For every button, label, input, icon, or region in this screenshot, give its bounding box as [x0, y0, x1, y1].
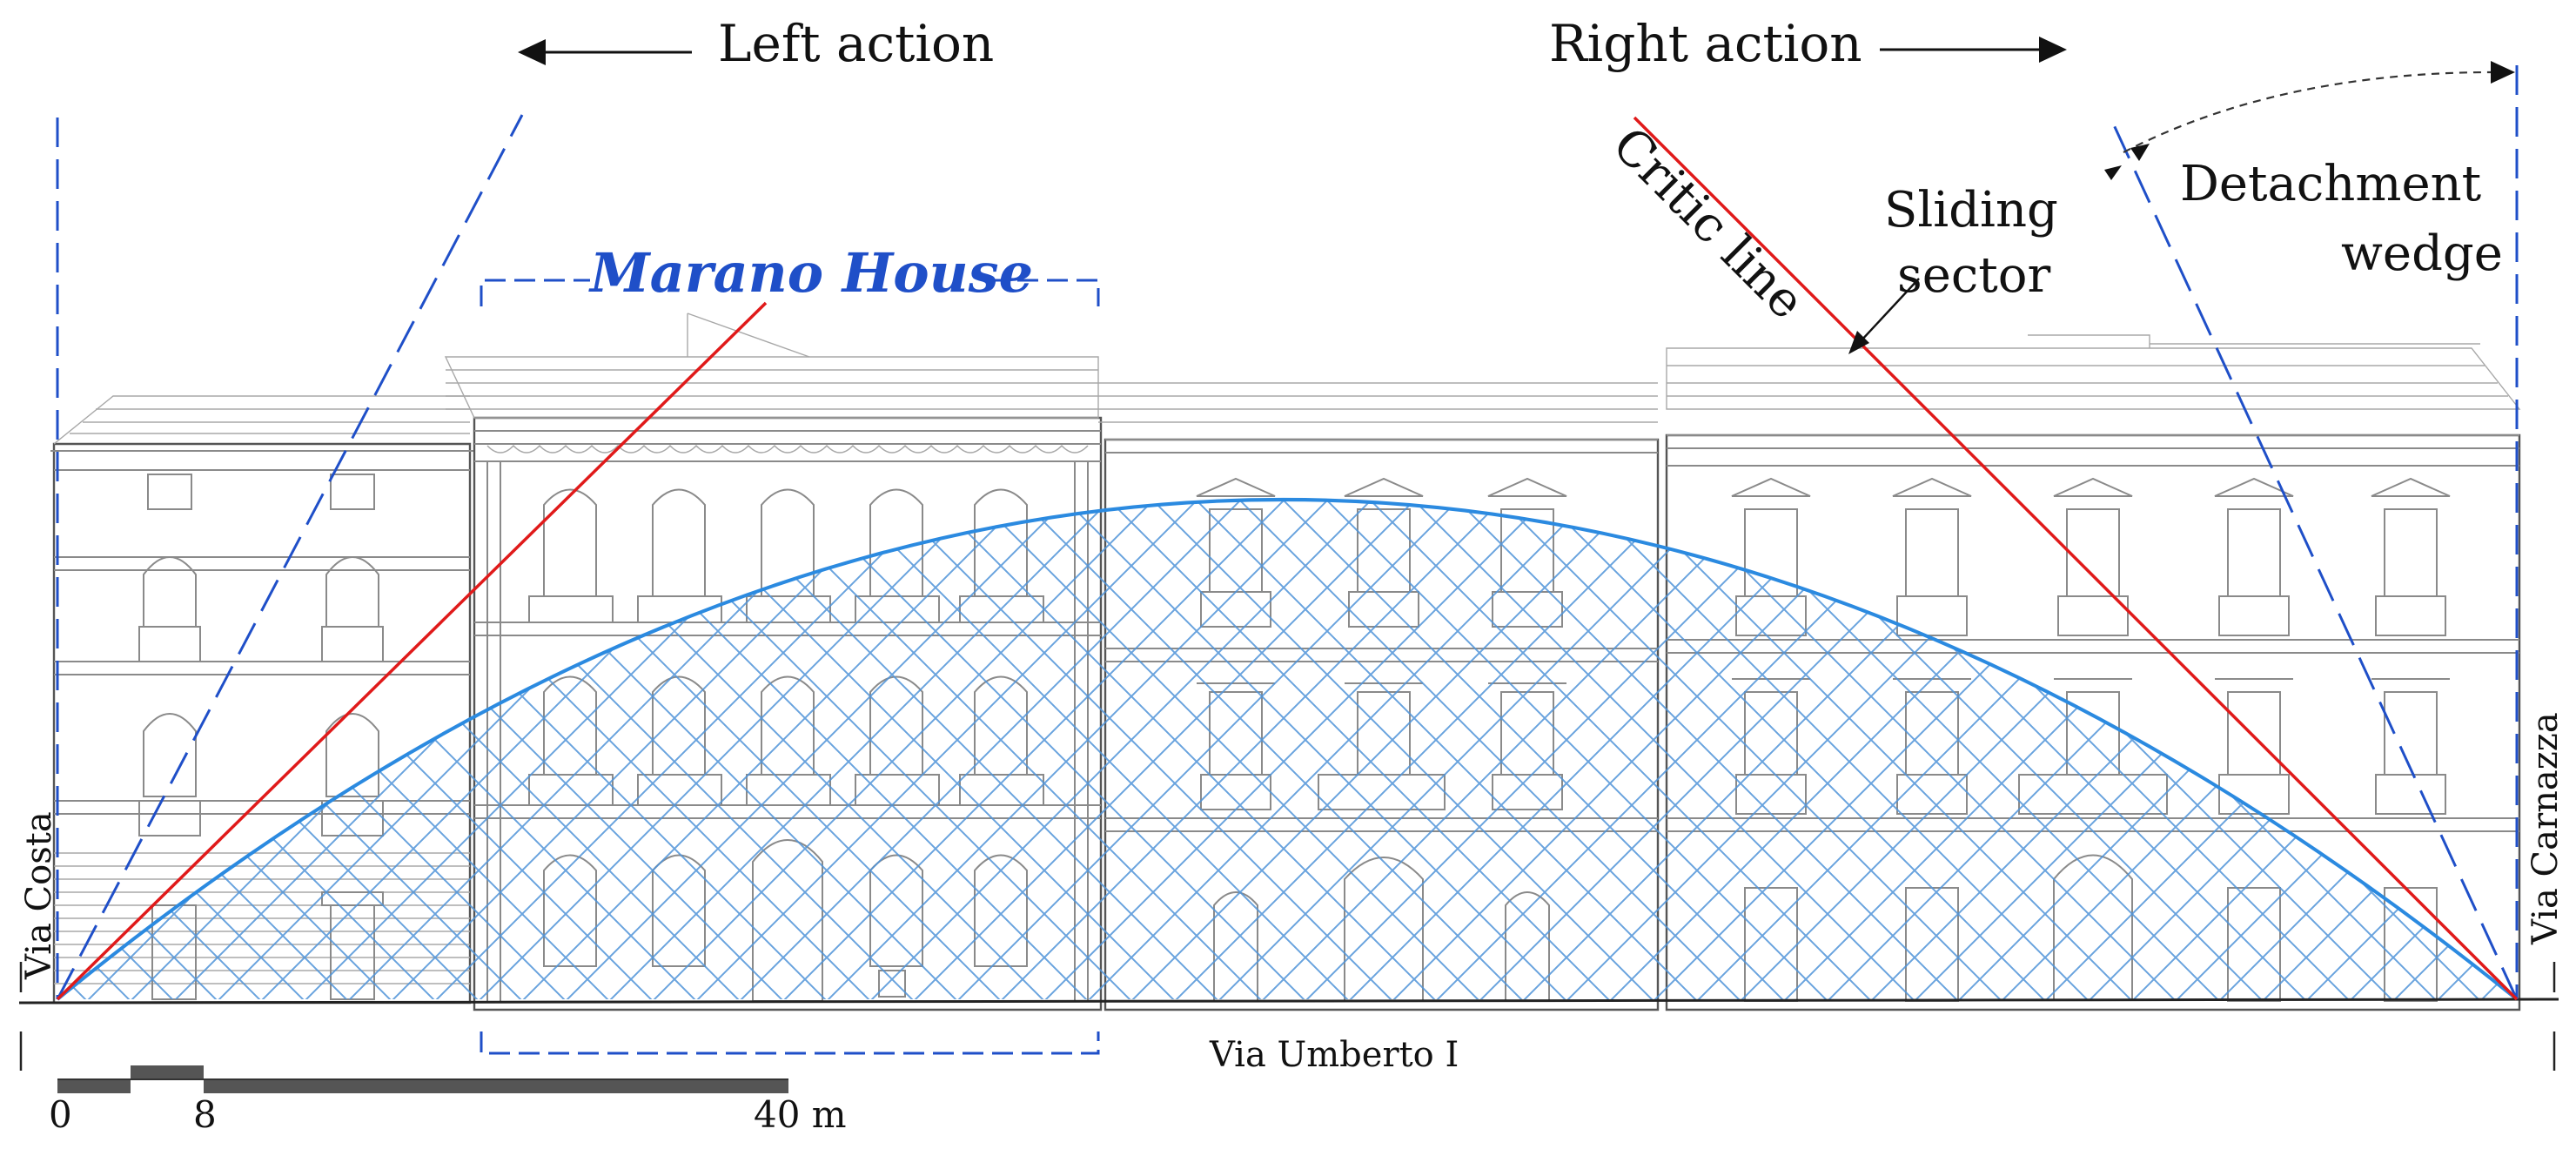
detachment-arrowhead-inner	[2104, 165, 2122, 180]
sliding-sector-pointer	[1860, 278, 1920, 342]
left-action-arrowhead	[518, 39, 546, 65]
scale-tick-40: 40 m	[754, 1093, 847, 1136]
via-costa-label: Via Costa	[19, 811, 59, 980]
wedge-label: wedge	[2341, 225, 2503, 282]
right-inclined-dashed-line	[2109, 117, 2519, 1000]
scale-bar: 0 8 40 m	[49, 1065, 847, 1136]
right-action-arrowhead	[2039, 37, 2067, 63]
sliding-sector-arrowhead	[1848, 331, 1869, 354]
scale-segment-2	[131, 1065, 204, 1079]
arch-curve	[56, 498, 2519, 1001]
detachment-arrowhead-right	[2491, 61, 2515, 84]
blue-dashed-lines	[56, 65, 2519, 1055]
marano-bracket-top	[480, 279, 1100, 306]
ground-line	[18, 998, 2559, 1005]
left-critic-line	[56, 301, 768, 1001]
right-action-label: Right action	[1549, 14, 1862, 73]
action-arrows	[518, 37, 2515, 354]
critic-lines	[56, 116, 2519, 1001]
detachment-arrowhead-left	[2130, 144, 2150, 161]
via-carnazza-label: Via Carnazza	[2526, 712, 2566, 945]
scale-segment-3	[204, 1079, 788, 1093]
right-critic-line	[1633, 116, 2519, 1001]
scale-segment-1	[57, 1079, 131, 1093]
boundary-ticks	[19, 962, 2556, 1071]
detachment-arc	[2123, 71, 2499, 153]
sector-label: sector	[1897, 247, 2050, 304]
marano-bracket-bottom	[480, 1031, 1100, 1055]
left-inclined-dashed-line	[56, 114, 524, 1000]
via-umberto-label: Via Umberto I	[1209, 1035, 1459, 1075]
scale-tick-0: 0	[49, 1093, 72, 1136]
detachment-label: Detachment	[2180, 156, 2482, 212]
scale-tick-8: 8	[193, 1093, 217, 1136]
marano-house-label: Marano House	[588, 241, 1033, 305]
left-action-label: Left action	[718, 14, 994, 73]
sliding-label: Sliding	[1884, 182, 2058, 239]
critic-line-label: Critic line	[1601, 117, 1815, 330]
